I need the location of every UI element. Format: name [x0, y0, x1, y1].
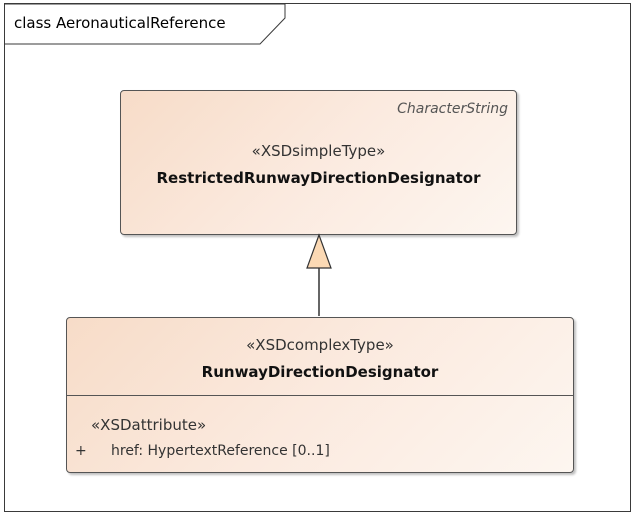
- class-restricted-runway-direction-designator[interactable]: CharacterString «XSDsimpleType» Restrict…: [120, 90, 517, 235]
- class-name: RunwayDirectionDesignator: [201, 363, 439, 381]
- base-type-label: CharacterString: [397, 101, 508, 117]
- class-name: RestrictedRunwayDirectionDesignator: [156, 169, 481, 187]
- diagram-frame: class AeronauticalReference CharacterStr…: [4, 3, 631, 512]
- frame-title-tab: [5, 4, 286, 45]
- compartment-divider: [67, 395, 573, 396]
- frame-title: class AeronauticalReference: [14, 14, 226, 32]
- attribute-row[interactable]: + href: HypertextReference [0..1]: [75, 443, 330, 459]
- attribute-stereotype: «XSDattribute»: [91, 416, 207, 434]
- class-stereotype: «XSDsimpleType»: [251, 142, 386, 160]
- attribute-visibility: +: [75, 443, 87, 459]
- attribute-text: href: HypertextReference [0..1]: [111, 443, 330, 459]
- generalization-arrowhead: [306, 233, 332, 269]
- class-stereotype: «XSDcomplexType»: [246, 336, 394, 354]
- class-runway-direction-designator[interactable]: «XSDcomplexType» RunwayDirectionDesignat…: [66, 317, 574, 473]
